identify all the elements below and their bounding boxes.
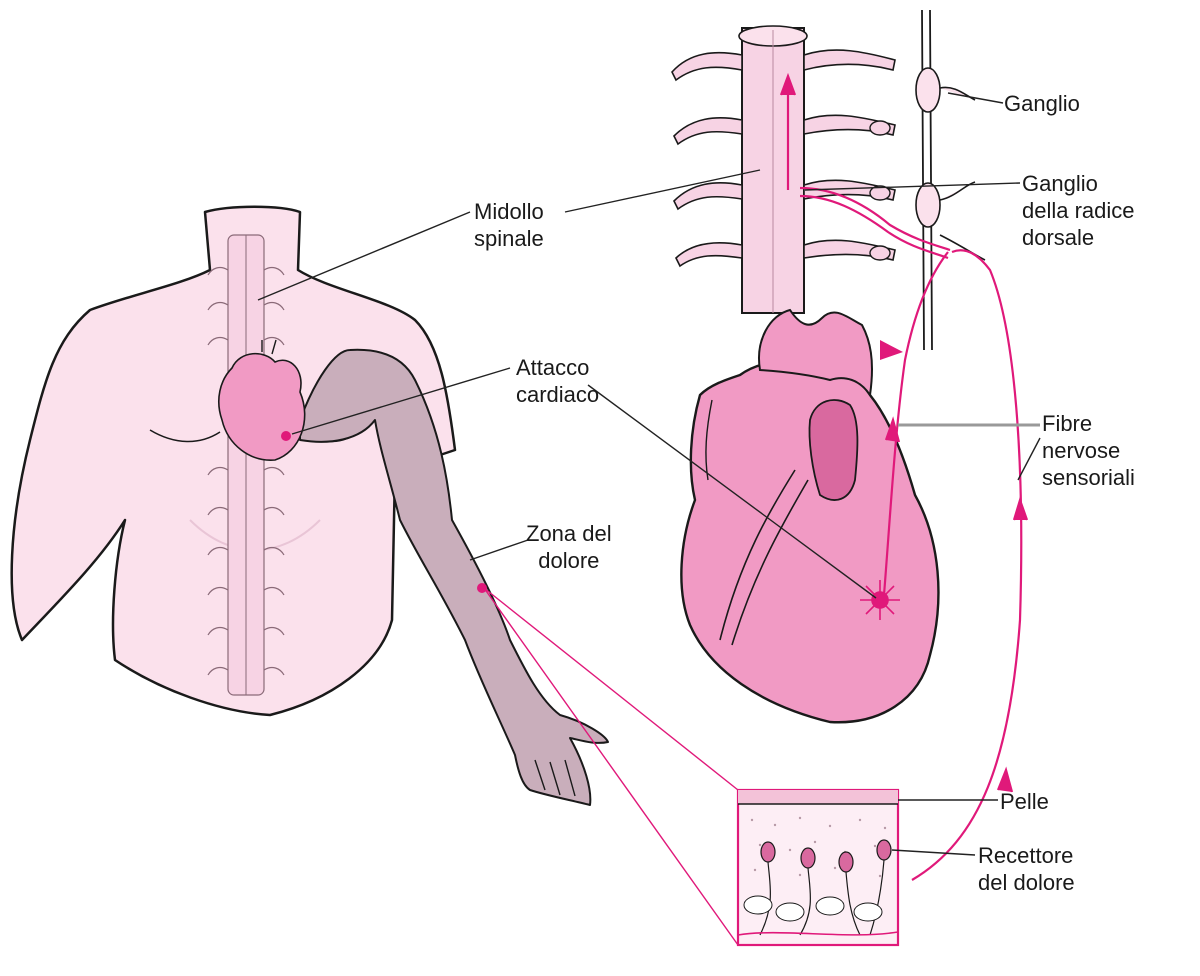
label-dorsal-root-ganglion: Ganglio della radice dorsale xyxy=(1022,170,1135,251)
hand-fingers xyxy=(534,759,576,797)
subcutaneous-fat xyxy=(743,895,883,922)
chest-line-left xyxy=(149,429,221,443)
leader-ganglion xyxy=(947,92,1004,104)
torso-heart-attack-point xyxy=(281,431,291,441)
arm-shape xyxy=(299,348,609,806)
cord-roots-left xyxy=(671,51,743,268)
leader-receptor xyxy=(891,849,976,856)
leader-drg xyxy=(804,182,1021,191)
large-spinal-cord xyxy=(671,9,986,351)
label-pain-receptor: Recettore del dolore xyxy=(978,842,1075,896)
nerve-pathways xyxy=(483,72,1029,946)
label-drg-line1: Ganglio xyxy=(1022,171,1098,196)
leader-spinal-cord-large xyxy=(564,169,761,213)
label-drg-line3: dorsale xyxy=(1022,225,1095,250)
heart-body xyxy=(680,358,940,724)
dermis-dots xyxy=(750,816,887,878)
label-skin-line1: Pelle xyxy=(1000,789,1049,814)
label-receptor-line1: Recettore xyxy=(978,843,1074,868)
torso-spine xyxy=(207,234,285,696)
label-fibers-line1: Fibre xyxy=(1042,411,1093,436)
heart-to-spine-fiber xyxy=(882,251,949,596)
zoom-line-top xyxy=(483,587,739,791)
label-spinal-cord-line2: spinale xyxy=(474,226,544,251)
label-sensory-fibers: Fibre nervose sensoriali xyxy=(1042,410,1135,491)
dorsal-root-path-2 xyxy=(799,194,949,260)
label-fibers-line3: sensoriali xyxy=(1042,465,1135,490)
label-pain-zone-line2: dolore xyxy=(538,548,600,573)
label-drg-line2: della radice xyxy=(1022,198,1135,223)
epidermis-layer xyxy=(738,790,898,804)
leader-heart-attack-torso xyxy=(291,367,511,435)
label-skin: Pelle xyxy=(1000,788,1049,815)
dorsal-root-path xyxy=(799,186,951,252)
label-receptor-line2: del dolore xyxy=(978,870,1075,895)
label-ganglion: Ganglio xyxy=(1004,90,1080,117)
pain-receptors xyxy=(760,839,892,873)
skin-cross-section xyxy=(736,788,900,947)
label-ganglion-line1: Ganglio xyxy=(1004,91,1080,116)
ganglia-chain xyxy=(915,67,986,261)
torso-nerve-branches xyxy=(207,266,285,676)
pain-point-arm xyxy=(477,583,487,593)
large-heart xyxy=(680,308,940,724)
leader-heart-attack-large xyxy=(587,384,877,599)
dorsal-root-ganglia xyxy=(869,120,891,261)
label-heart-attack-line2: cardiaco xyxy=(516,382,600,407)
pulmonary-artery xyxy=(808,399,859,501)
pain-arm xyxy=(299,348,609,806)
cord-up-arrowhead xyxy=(779,72,797,96)
leader-pain-zone xyxy=(469,539,529,561)
leader-spinal-cord-torso xyxy=(257,211,471,301)
leader-fibers-2 xyxy=(1017,437,1041,481)
zoom-line-bottom xyxy=(483,587,739,946)
label-spinal-cord: Midollo spinale xyxy=(474,198,544,252)
aorta xyxy=(758,308,873,398)
torso-heart xyxy=(218,339,306,461)
heart-attack-burst xyxy=(860,580,900,620)
label-pain-zone-line1: Zona del xyxy=(526,521,612,546)
sympathetic-chain xyxy=(921,9,933,351)
coronary-artery xyxy=(719,469,809,646)
receptor-fibers xyxy=(759,859,885,936)
label-heart-attack: Attacco cardiaco xyxy=(516,354,599,408)
label-pain-zone: Zona del dolore xyxy=(526,520,612,574)
leader-lines xyxy=(257,92,1041,856)
label-heart-attack-line1: Attacco xyxy=(516,355,590,380)
label-fibers-line2: nervose xyxy=(1042,438,1121,463)
label-spinal-cord-line1: Midollo xyxy=(474,199,544,224)
